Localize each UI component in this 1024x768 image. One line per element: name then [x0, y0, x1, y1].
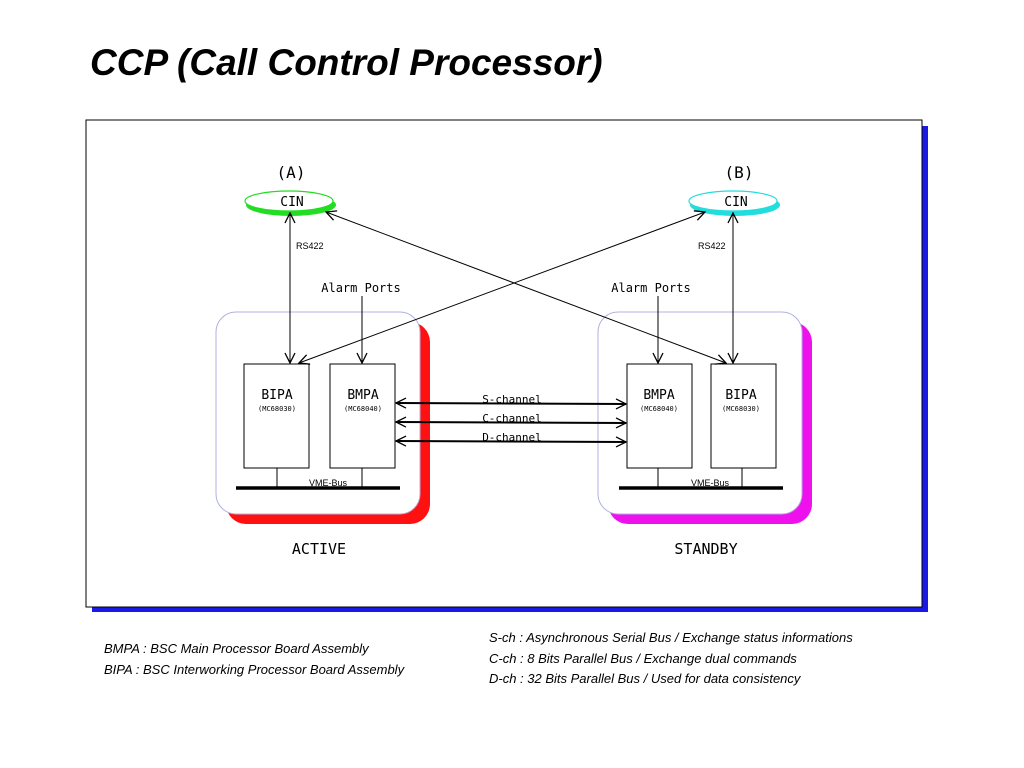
cin-b-label: CIN	[724, 195, 747, 210]
standby-bmpa-name: BMPA	[643, 388, 674, 403]
cin-a-to-standby-bipa-link	[326, 212, 726, 363]
alarm-ports-label-standby: Alarm Ports	[611, 281, 690, 295]
cin-a-header: (A)	[277, 163, 306, 182]
legend-item-d-ch: D-ch : 32 Bits Parallel Bus / Used for d…	[489, 671, 801, 686]
cin-b-header: (B)	[725, 163, 754, 182]
cin-a-ellipse[interactable]	[244, 190, 334, 212]
s-channel-link	[396, 403, 626, 404]
active-bmpa-name: BMPA	[347, 388, 378, 403]
legend-item-bipa: BIPA : BSC Interworking Processor Board …	[104, 661, 405, 677]
active-bipa-board[interactable]	[243, 363, 310, 469]
standby-vme-bus-label: VME-Bus	[691, 478, 730, 488]
page-title: CCP (Call Control Processor)	[90, 42, 603, 83]
standby-bmpa-board[interactable]	[626, 363, 693, 469]
active-label: ACTIVE	[292, 540, 346, 558]
cin-b-ellipse[interactable]	[688, 190, 778, 212]
standby-bmpa-chip: (MC68040)	[640, 405, 678, 413]
d-channel-label: D-channel	[482, 431, 542, 444]
standby-bipa-chip: (MC68030)	[722, 405, 760, 413]
c-channel-link	[396, 422, 626, 423]
active-bmpa-chip: (MC68040)	[344, 405, 382, 413]
c-channel-label: C-channel	[482, 412, 542, 425]
legend-item-s-ch: S-ch : Asynchronous Serial Bus / Exchang…	[489, 630, 853, 645]
cin-a-label: CIN	[280, 195, 303, 210]
s-channel-label: S-channel	[482, 393, 542, 406]
standby-bipa-board[interactable]	[710, 363, 777, 469]
active-bipa-chip: (MC68030)	[258, 405, 296, 413]
alarm-ports-label-active: Alarm Ports	[321, 281, 400, 295]
cin-a-link-label: RS422	[296, 241, 324, 251]
standby-bipa-name: BIPA	[725, 388, 756, 403]
active-vme-bus-label: VME-Bus	[309, 478, 348, 488]
channel-legend: S-ch : Asynchronous Serial Bus / Exchang…	[489, 628, 853, 690]
legend-item-bmpa: BMPA : BSC Main Processor Board Assembly	[104, 641, 369, 656]
board-legend: BMPA : BSC Main Processor Board Assembly…	[104, 639, 404, 680]
d-channel-link	[396, 441, 626, 442]
standby-label: STANDBY	[674, 540, 737, 558]
legend-item-c-ch: C-ch : 8 Bits Parallel Bus / Exchange du…	[489, 650, 797, 666]
active-bipa-name: BIPA	[261, 388, 292, 403]
active-bmpa-board[interactable]	[329, 363, 396, 469]
cin-b-link-label: RS422	[698, 241, 726, 251]
